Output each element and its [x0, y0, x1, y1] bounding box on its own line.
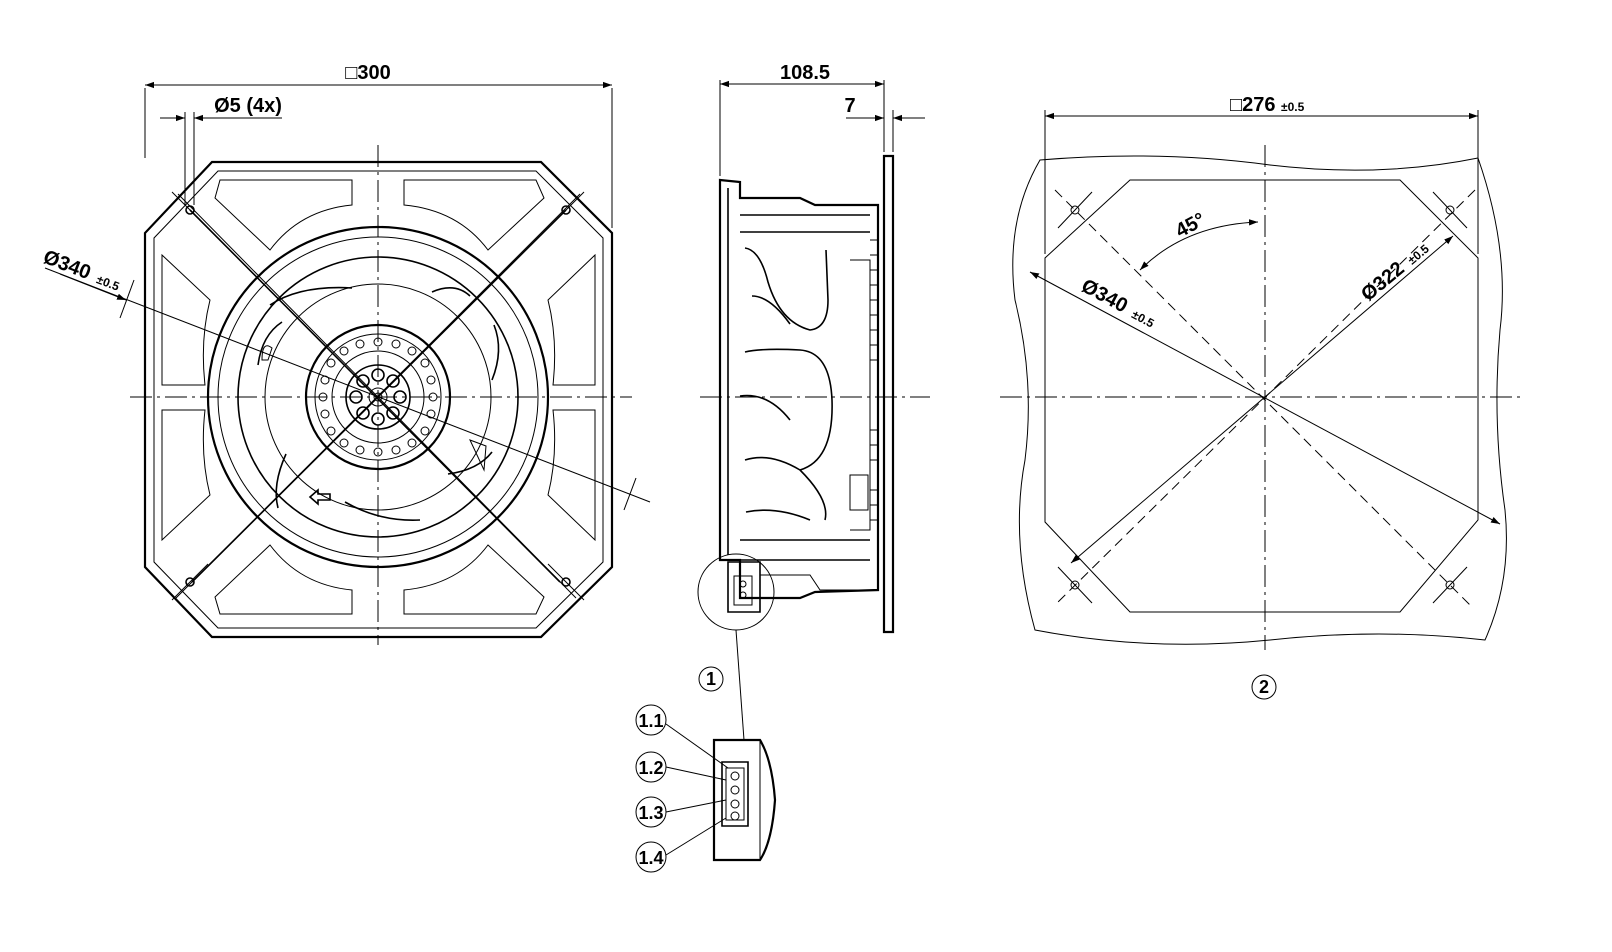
- svg-text:Ø322 ±0.5: Ø322 ±0.5: [1357, 237, 1433, 306]
- pin-label-1-4: 1.4: [638, 848, 663, 868]
- template-holes: [1057, 191, 1468, 604]
- cooling-fins: [870, 239, 878, 521]
- svg-text:Ø340 ±0.5: Ø340 ±0.5: [40, 246, 124, 296]
- flange-label: 7: [844, 95, 855, 117]
- hole-spec-label: Ø5 (4x): [214, 95, 282, 117]
- pin-label-1-3: 1.3: [638, 803, 663, 823]
- front-view: □300 Ø5 (4x) Ø340 ±0.5: [40, 62, 651, 645]
- template-diameter-label: Ø340: [1078, 275, 1132, 317]
- diameter-label: Ø340: [40, 246, 94, 284]
- pin-label-1-1: 1.1: [638, 711, 663, 731]
- frame-outline: [143, 160, 614, 639]
- pin-1-3: [730, 799, 740, 809]
- mounting-holes: [171, 191, 585, 601]
- rotation-arrow-icon: [308, 488, 331, 506]
- pin-1-1: [730, 771, 740, 781]
- bolt-circle-tol: ±0.5: [1405, 241, 1432, 267]
- callout-1: [698, 666, 724, 692]
- rotor-vents: [318, 337, 438, 457]
- angle-label: 45°: [1172, 209, 1209, 243]
- svg-text:1: 1: [706, 669, 716, 689]
- connector-detail: 1.1 1.2 1.3 1.4: [635, 704, 777, 873]
- bolt-circle-label: Ø322: [1357, 258, 1409, 306]
- svg-text:2: 2: [1259, 677, 1269, 697]
- diameter-tol: ±0.5: [95, 272, 122, 294]
- mounting-template: 45° □276 ±0.5 Ø340 ±0.5 Ø322 ±0.5 2: [1000, 94, 1520, 700]
- square-tol: ±0.5: [1281, 100, 1305, 114]
- side-view: 108.5 7 1: [697, 62, 930, 741]
- pin-1-4: [730, 811, 740, 821]
- square-label: □276: [1230, 94, 1275, 116]
- svg-text:□276 ±0.5: □276 ±0.5: [1230, 94, 1305, 116]
- pin-label-1-2: 1.2: [638, 758, 663, 778]
- detail-circle: [697, 553, 775, 631]
- callout-2: [1251, 674, 1277, 700]
- depth-label: 108.5: [780, 62, 830, 84]
- pin-1-2: [730, 785, 740, 795]
- outer-size-label: □300: [345, 62, 390, 84]
- hub-holes: [349, 368, 407, 426]
- break-outline: [1012, 155, 1507, 645]
